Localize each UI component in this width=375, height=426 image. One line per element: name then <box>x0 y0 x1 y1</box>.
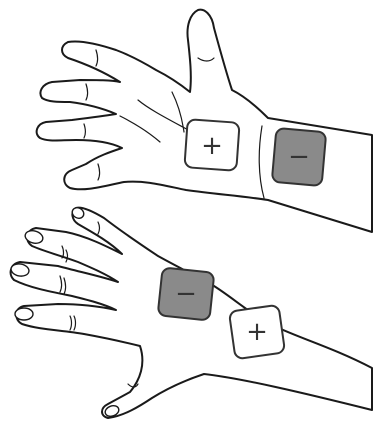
electrode-palm-negative: − <box>271 127 327 187</box>
finger-crease-3 <box>83 123 87 139</box>
back-hand: − + <box>9 206 373 419</box>
finger-crease-4 <box>97 163 101 181</box>
wrist-crease <box>258 125 265 199</box>
knuckle-crease <box>61 245 65 259</box>
knuckle-crease <box>69 315 73 331</box>
electrode-back-negative: − <box>157 267 215 321</box>
thumbnail <box>104 405 120 417</box>
knuckle-crease <box>97 221 101 235</box>
palm-hand: + − <box>35 8 373 233</box>
electrode-pad <box>157 267 215 321</box>
electrode-pad <box>228 304 286 360</box>
palm-crease-2 <box>171 91 185 133</box>
electrode-pad <box>183 118 241 172</box>
fingernail <box>71 207 85 219</box>
thumb-knuckle-crease <box>127 383 139 388</box>
thumb-crease <box>197 57 215 62</box>
finger-crease-1 <box>95 49 99 67</box>
knuckle-crease <box>73 315 77 331</box>
electrode-sign: − <box>288 142 310 172</box>
fingernail <box>24 230 44 244</box>
fingernail <box>14 307 34 321</box>
electrode-sign: + <box>201 131 223 161</box>
finger-crease-2 <box>85 83 89 101</box>
electrode-back-positive: + <box>228 304 286 360</box>
knuckle-crease <box>63 277 67 295</box>
fingernail <box>10 263 30 277</box>
electrode-palm-positive: + <box>183 118 241 172</box>
electrode-pad <box>271 127 327 187</box>
knuckle-crease <box>65 249 69 263</box>
knuckle-crease <box>59 275 63 293</box>
electrode-sign: − <box>175 279 197 309</box>
electrode-sign: + <box>246 317 268 347</box>
palm-crease-3 <box>119 115 161 143</box>
